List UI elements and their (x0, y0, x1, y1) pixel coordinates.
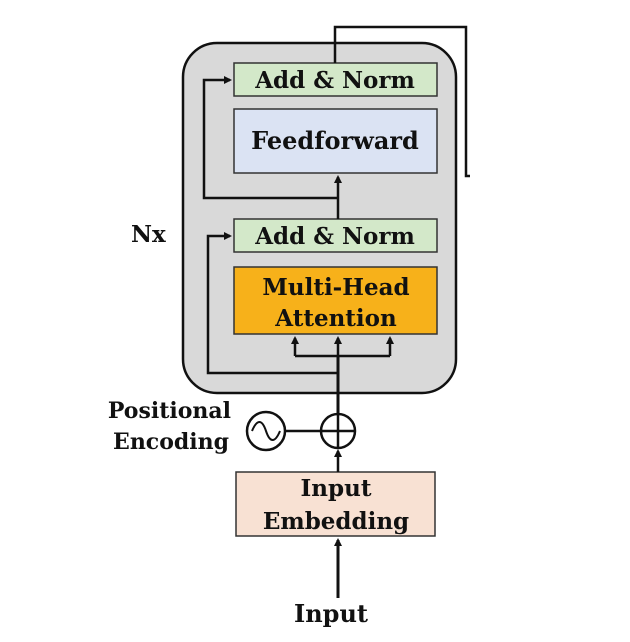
feedforward-box (233, 108, 438, 174)
input-embedding-line1: Input (301, 475, 372, 502)
input-embedding-box (235, 471, 436, 537)
multi-head-attention-box (233, 266, 438, 335)
add-norm-bottom-box (233, 218, 438, 253)
residual-connection-2 (202, 76, 338, 200)
input-label: Input (294, 599, 368, 628)
add-norm-top-label: Add & Norm (254, 67, 415, 94)
feedforward-label: Feedforward (251, 126, 419, 155)
input-embedding-line2: Embedding (263, 508, 409, 535)
multi-head-attention-line1: Multi-Head (262, 274, 409, 301)
add-norm-top-box (233, 62, 438, 97)
add-norm-bottom-label: Add & Norm (254, 223, 415, 250)
positional-encoding-line1: Positional (108, 398, 231, 424)
multi-head-attention-line2: Attention (274, 305, 397, 332)
residual-connection-1 (206, 232, 338, 375)
sinusoid-wave (251, 421, 281, 441)
positional-encoding-line2: Encoding (113, 429, 229, 455)
repeat-count-label: Nx (131, 221, 166, 248)
output-loop (333, 25, 470, 178)
